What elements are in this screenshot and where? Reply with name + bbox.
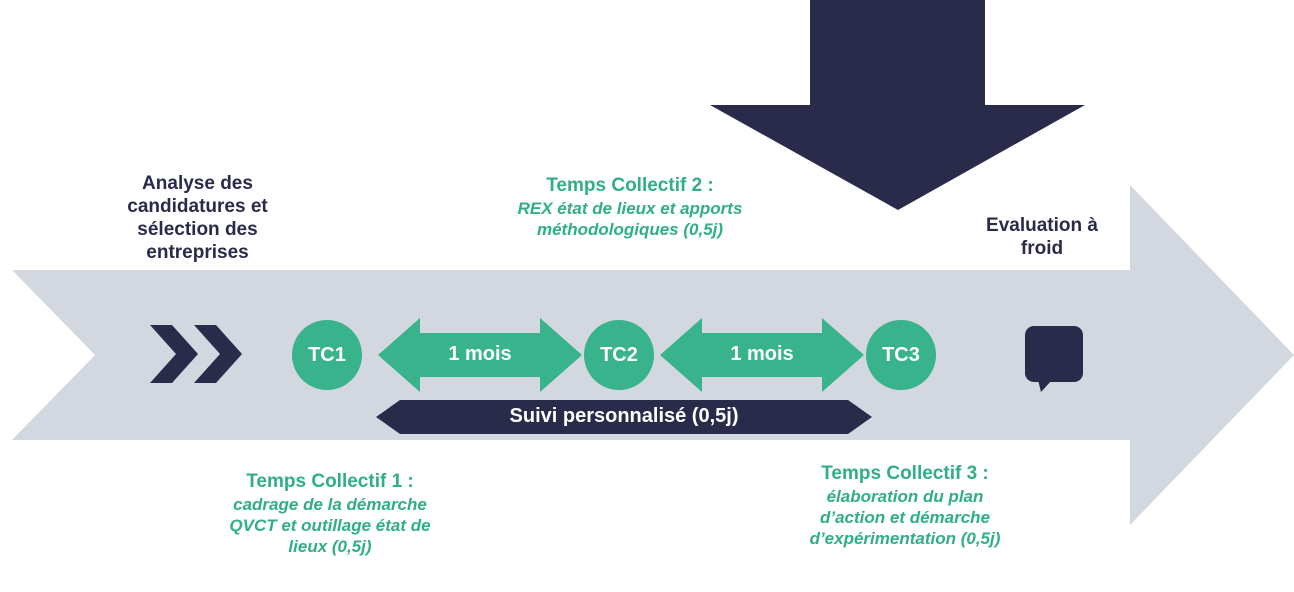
tc1-body: cadrage de la démarche QVCT et outillage… [229,495,431,556]
tc1-description: Temps Collectif 1 : cadrage de la démarc… [200,470,460,557]
evaluation-label: Evaluation à froid [986,215,1098,259]
tc2-body: REX état de lieux et apports méthodologi… [517,199,743,239]
analyse-label: Analyse des candidatures et sélection de… [127,173,268,263]
interval-arrow-1 [378,318,582,392]
tc3-title: Temps Collectif 3 : [821,463,989,484]
interval-1-label: 1 mois [448,343,512,365]
speech-bubble-icon [1025,326,1083,392]
double-chevron-right-icon-second [194,325,242,383]
double-chevron-right-icon [150,325,198,383]
tc3-circle: TC3 [866,320,936,390]
interval-arrow-2 [660,318,864,392]
tc1-circle: TC1 [292,320,362,390]
suivi-label: Suivi personnalisé (0,5j) [509,405,739,427]
tc3-description: Temps Collectif 3 : élaboration du plan … [770,462,1040,549]
suivi-bar [376,400,872,434]
tc2-circle: TC2 [584,320,654,390]
recommendations-down-arrow [710,0,1085,210]
tc1-title: Temps Collectif 1 : [246,471,414,492]
tc2-description: Temps Collectif 2 : REX état de lieux et… [480,174,780,240]
tc2-title: Temps Collectif 2 : [546,175,714,196]
interval-2-label: 1 mois [730,343,794,365]
tc3-body: élaboration du plan d’action et démarche… [809,487,1001,548]
